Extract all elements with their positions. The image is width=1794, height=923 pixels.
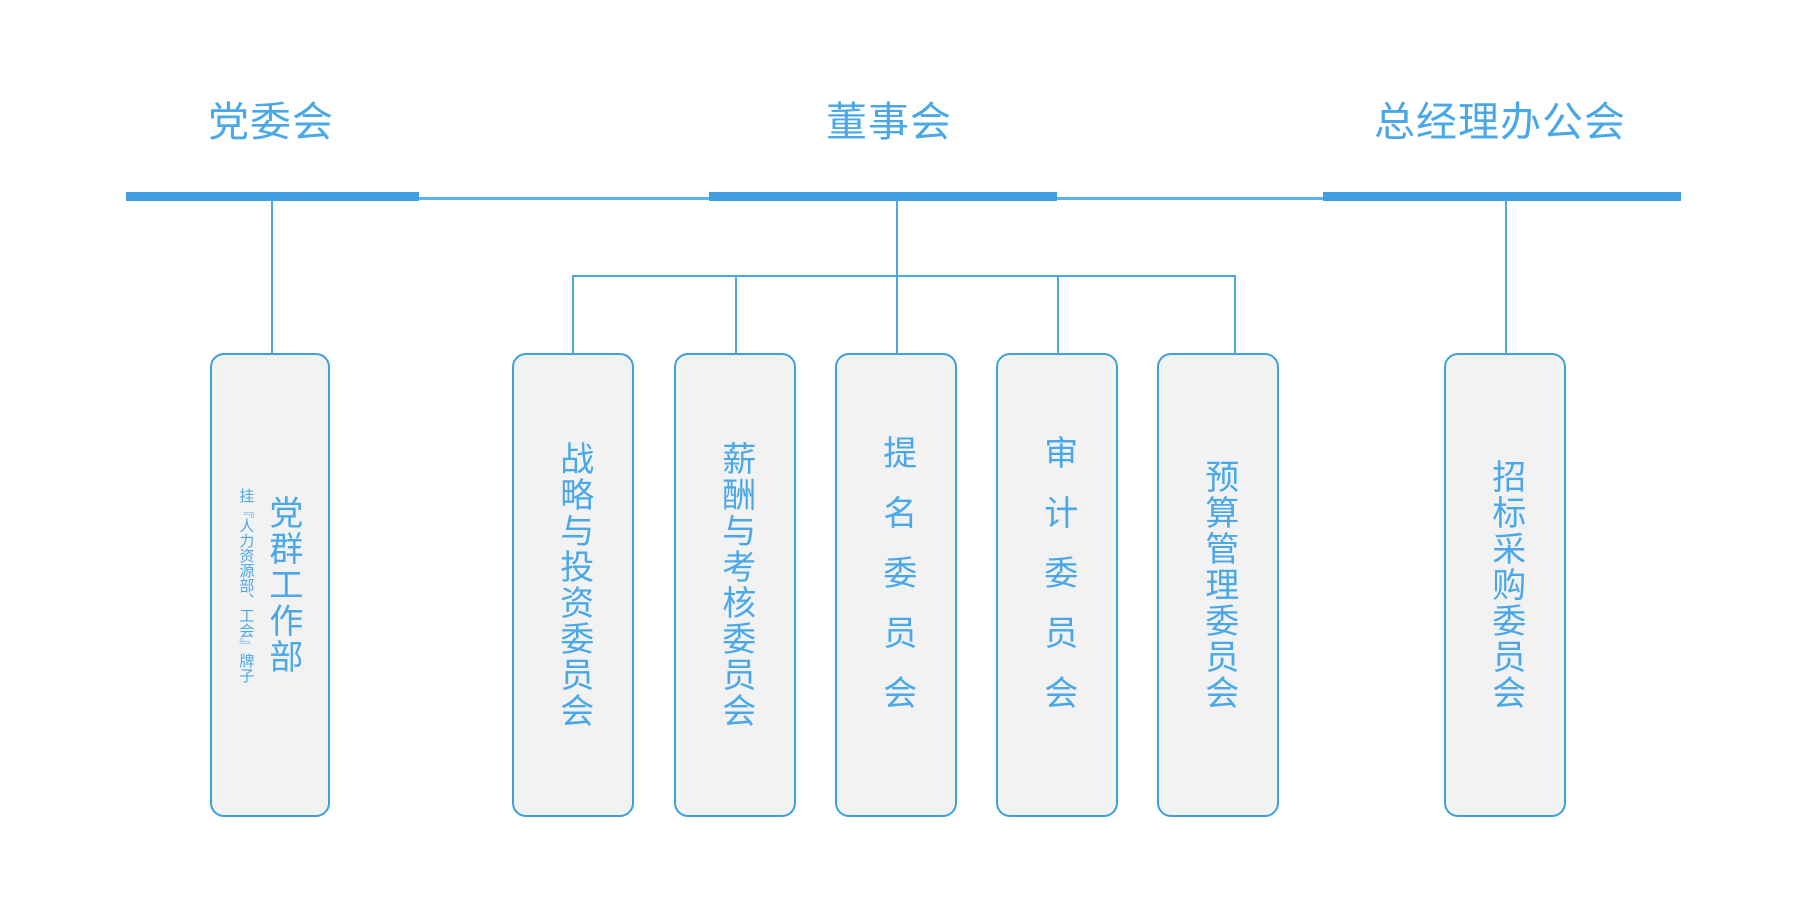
rail-segment-board-of-directors: [709, 192, 1057, 201]
node-nomination-committee[interactable]: 提名委员会: [835, 353, 957, 817]
node-party-mass-work-dept[interactable]: 党群工作部 挂『人力资源部、工会』牌子: [210, 353, 330, 817]
node-label-audit-committee: 审计委员会: [1038, 435, 1077, 735]
connector-board-stem: [896, 199, 898, 276]
header-title-gm-office-meeting: 总经理办公会: [1374, 99, 1626, 145]
node-label-nomination-committee: 提名委员会: [877, 435, 916, 735]
node-label-compensation-appraisal-committee: 薪酬与考核委员会: [716, 441, 755, 729]
rail-segment-gm-office-meeting: [1323, 192, 1681, 201]
rail-segment-party-committee: [126, 192, 419, 201]
node-label-bidding-procurement-committee: 招标采购委员会: [1486, 459, 1525, 711]
connector-board-to-budget: [1234, 275, 1236, 354]
connector-gm-to-bidding: [1505, 199, 1507, 354]
node-label-budget-management-committee: 预算管理委员会: [1199, 459, 1238, 711]
connector-board-to-compensation: [735, 275, 737, 354]
connector-board-to-audit: [1057, 275, 1059, 354]
node-note-party-mass-work-dept: 挂『人力资源部、工会』牌子: [237, 487, 255, 683]
node-compensation-appraisal-committee[interactable]: 薪酬与考核委员会: [674, 353, 796, 817]
node-audit-committee[interactable]: 审计委员会: [996, 353, 1118, 817]
header-title-board-of-directors: 董事会: [826, 99, 952, 145]
connector-board-to-strategy: [572, 275, 574, 354]
header-title-party-committee: 党委会: [208, 99, 334, 145]
connector-board-bus: [572, 275, 1235, 277]
connector-board-to-nomination: [896, 275, 898, 354]
node-bidding-procurement-committee[interactable]: 招标采购委员会: [1444, 353, 1566, 817]
node-label-strategy-investment-committee: 战略与投资委员会: [554, 441, 593, 729]
node-label-party-mass-work-dept: 党群工作部: [263, 495, 302, 675]
node-strategy-investment-committee[interactable]: 战略与投资委员会: [512, 353, 634, 817]
node-budget-management-committee[interactable]: 预算管理委员会: [1157, 353, 1279, 817]
connector-party-committee-to-dept: [271, 199, 273, 354]
